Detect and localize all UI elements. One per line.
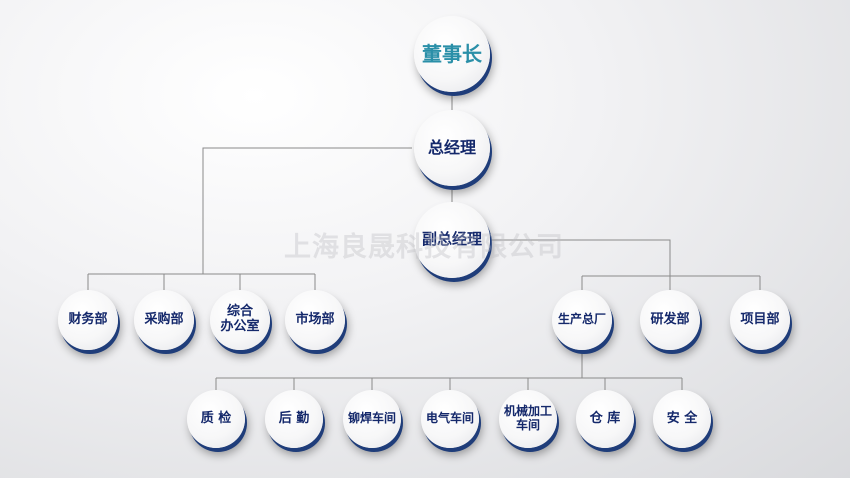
node-electrical-label: 电气车间 [425,411,474,426]
node-quality-label: 质 检 [200,410,232,426]
node-marketing[interactable]: 市场部 [285,290,345,350]
node-logistics-label: 后 勤 [278,410,310,426]
node-chairman-label: 董事长 [422,41,482,66]
node-electrical[interactable]: 电气车间 [421,390,479,448]
node-quality[interactable]: 质 检 [187,390,245,448]
node-rnd-label: 研发部 [650,311,690,327]
node-general-manager-label: 总经理 [427,137,476,157]
node-general-manager[interactable]: 总经理 [414,110,490,186]
node-production-label: 生产总厂 [557,312,606,327]
node-deputy-general-manager-label: 副总经理 [421,230,482,249]
connector-gm-left-branch [202,147,412,274]
node-safety-label: 安 全 [666,410,698,426]
node-production[interactable]: 生产总厂 [552,290,612,350]
company-watermark: 上海良晟科技有限公司 [284,232,564,263]
node-deputy-general-manager[interactable]: 副总经理 [414,202,490,278]
node-riveting-welding-label: 铆焊车间 [347,411,396,426]
node-purchasing-label: 采购部 [144,311,184,327]
node-warehouse-label: 仓 库 [589,410,621,426]
connector-deputy-right-branch [490,239,671,276]
node-finance-label: 财务部 [68,311,108,327]
node-chairman[interactable]: 董事长 [414,16,490,92]
node-general-office[interactable]: 综合 办公室 [210,290,270,350]
node-safety[interactable]: 安 全 [653,390,711,448]
node-project-label: 项目部 [740,311,780,327]
node-logistics[interactable]: 后 勤 [265,390,323,448]
node-general-office-label: 综合 办公室 [220,304,260,334]
node-machining-label: 机械加工 车间 [503,404,552,432]
node-purchasing[interactable]: 采购部 [134,290,194,350]
node-finance[interactable]: 财务部 [58,290,118,350]
node-machining[interactable]: 机械加工 车间 [499,390,557,448]
node-rnd[interactable]: 研发部 [640,290,700,350]
node-marketing-label: 市场部 [295,311,335,327]
node-riveting-welding[interactable]: 铆焊车间 [343,390,401,448]
node-warehouse[interactable]: 仓 库 [576,390,634,448]
node-project[interactable]: 项目部 [730,290,790,350]
